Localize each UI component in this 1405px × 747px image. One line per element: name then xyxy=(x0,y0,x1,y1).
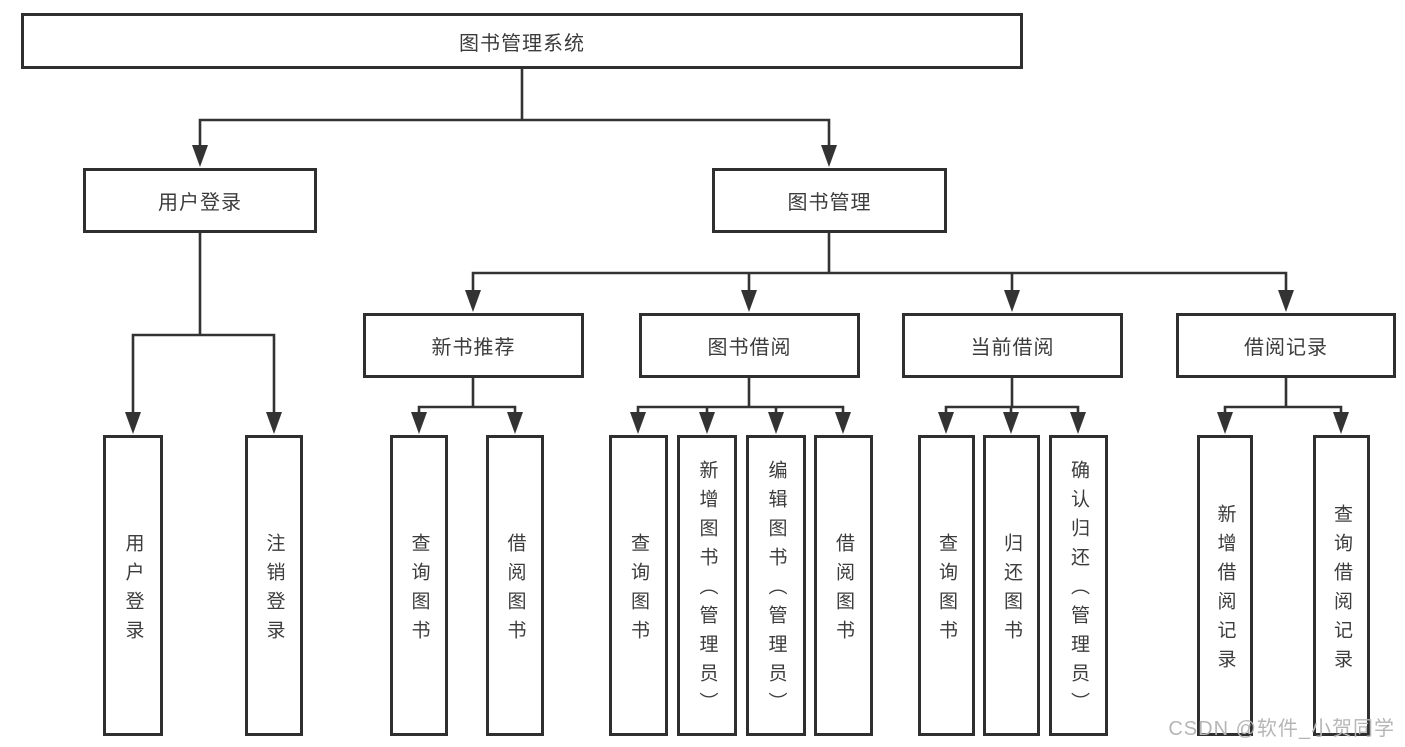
node-new-book-recommend-label: 新书推荐 xyxy=(431,337,516,359)
node-book-borrowing-label: 图书借阅 xyxy=(707,337,792,359)
leaf-bb-add-books: 新增图书（管理员） xyxy=(677,435,737,736)
leaf-logout-label: 注销登录 xyxy=(263,532,285,649)
node-new-book-recommend: 新书推荐 xyxy=(363,313,584,378)
node-book-management: 图书管理 xyxy=(712,168,947,233)
leaf-nb-borrow-books: 借阅图书 xyxy=(486,435,544,736)
leaf-br-add-record: 新增借阅记录 xyxy=(1197,435,1253,736)
arrowheads xyxy=(125,145,1349,434)
node-borrowing-records: 借阅记录 xyxy=(1176,313,1396,378)
csdn-watermark: CSDN @软件_小贺同学 xyxy=(1168,718,1395,740)
leaf-nb-query-books: 查询图书 xyxy=(390,435,448,736)
leaf-br-add-record-label: 新增借阅记录 xyxy=(1214,503,1236,678)
node-user-login: 用户登录 xyxy=(83,168,317,233)
root-node: 图书管理系统 xyxy=(21,13,1023,69)
leaf-cb-confirm-return-label: 确认归还（管理员） xyxy=(1068,460,1089,721)
node-book-borrowing: 图书借阅 xyxy=(639,313,860,378)
node-current-borrowing: 当前借阅 xyxy=(902,313,1123,378)
leaf-cb-query-books: 查询图书 xyxy=(918,435,975,736)
leaf-bb-query-books-label: 查询图书 xyxy=(628,532,649,649)
node-user-login-label: 用户登录 xyxy=(158,192,242,214)
leaf-bb-add-books-label: 新增图书（管理员） xyxy=(696,460,718,721)
leaf-cb-query-books-label: 查询图书 xyxy=(936,532,957,649)
node-current-borrowing-label: 当前借阅 xyxy=(970,337,1055,359)
leaf-logout: 注销登录 xyxy=(245,435,303,736)
node-book-management-label: 图书管理 xyxy=(787,192,872,214)
leaf-bb-borrow-books-label: 借阅图书 xyxy=(833,532,854,649)
leaf-bb-borrow-books: 借阅图书 xyxy=(814,435,873,736)
leaf-cb-return-books-label: 归还图书 xyxy=(1001,532,1022,649)
leaf-cb-return-books: 归还图书 xyxy=(983,435,1040,736)
leaf-bb-edit-books: 编辑图书（管理员） xyxy=(746,435,806,736)
leaf-bb-query-books: 查询图书 xyxy=(609,435,668,736)
leaf-bb-edit-books-label: 编辑图书（管理员） xyxy=(765,460,787,721)
leaf-br-query-record: 查询借阅记录 xyxy=(1313,435,1370,736)
root-node-label: 图书管理系统 xyxy=(459,32,585,55)
leaf-cb-confirm-return: 确认归还（管理员） xyxy=(1049,435,1108,736)
leaf-nb-query-books-label: 查询图书 xyxy=(408,532,430,649)
leaf-br-query-record-label: 查询借阅记录 xyxy=(1331,503,1352,678)
leaf-user-login-label: 用户登录 xyxy=(122,532,144,649)
leaf-user-login: 用户登录 xyxy=(103,435,163,736)
node-borrowing-records-label: 借阅记录 xyxy=(1244,337,1328,359)
leaf-nb-borrow-books-label: 借阅图书 xyxy=(504,532,526,649)
